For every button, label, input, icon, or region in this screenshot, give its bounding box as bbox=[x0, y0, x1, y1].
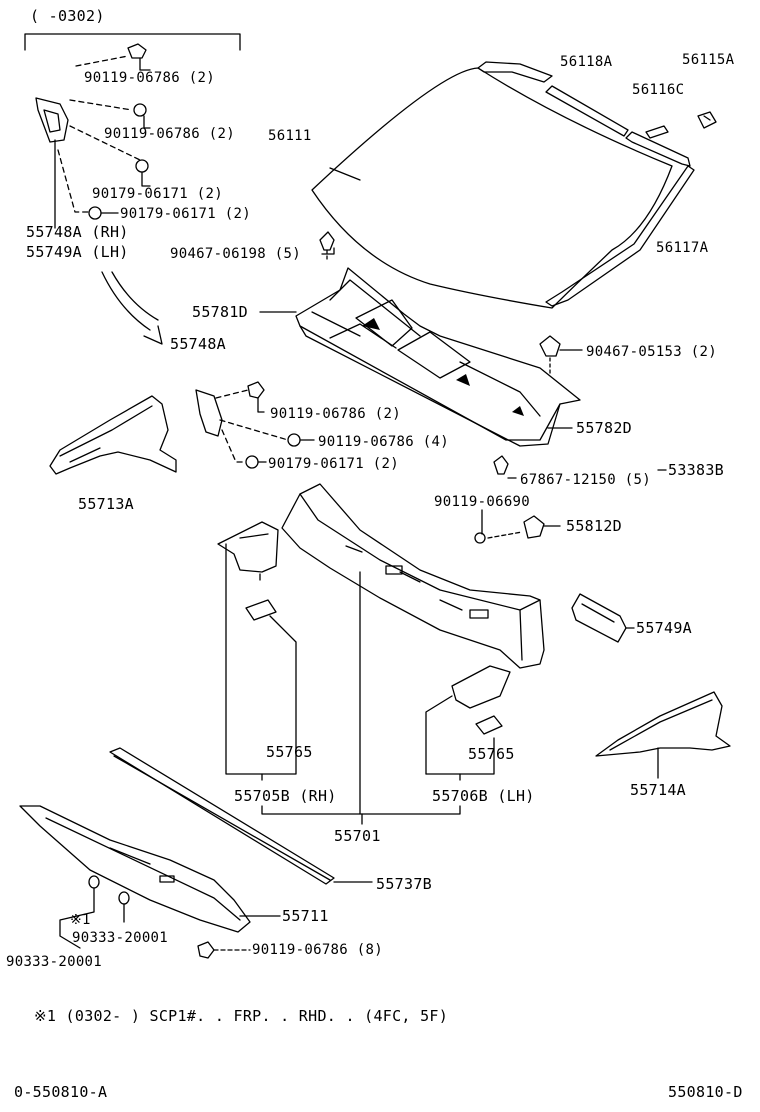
label-90119-06786-a: 90119-06786 (2) bbox=[84, 70, 215, 86]
upper-leaders bbox=[54, 57, 151, 229]
range-bracket bbox=[24, 33, 241, 51]
side-molding bbox=[545, 165, 695, 307]
upper-dash-leaders bbox=[57, 55, 141, 213]
middle-dash-leaders bbox=[215, 389, 289, 463]
curved-arrow bbox=[101, 271, 163, 345]
label-90119-06786-b: 90119-06786 (2) bbox=[104, 126, 235, 142]
label-56111: 56111 bbox=[268, 128, 312, 144]
label-55737b: 55737B bbox=[376, 875, 432, 893]
label-56116c: 56116C bbox=[632, 82, 685, 98]
label-55706b-lh: 55706B (LH) bbox=[432, 787, 535, 805]
cowl-extension-rh bbox=[217, 521, 279, 621]
header-range: ( -0302) bbox=[30, 7, 105, 25]
cowl-leaders bbox=[259, 247, 667, 479]
upper-bracket bbox=[35, 97, 69, 143]
left-cowl-side-panel bbox=[49, 395, 177, 475]
cowl-panel bbox=[281, 483, 545, 669]
label-55748a-rh: 55748A (RH) bbox=[26, 223, 129, 241]
label-55748a: 55748A bbox=[170, 335, 226, 353]
label-56118a: 56118A bbox=[560, 54, 613, 70]
footnote: ※1 (0302- ) SCP1#. . FRP. . RHD. . (4FC,… bbox=[34, 1007, 449, 1025]
label-55713a: 55713A bbox=[78, 495, 134, 513]
label-90179-06171-c: 90179-06171 (2) bbox=[268, 456, 399, 472]
label-55714a: 55714A bbox=[630, 781, 686, 799]
bracket-55812d bbox=[474, 509, 561, 544]
label-90119-06786-c: 90119-06786 (2) bbox=[270, 406, 401, 422]
label-90467-06198: 90467-06198 (5) bbox=[170, 246, 301, 262]
cowl-extension-lh bbox=[451, 665, 511, 735]
label-90179-06171-b: 90179-06171 (2) bbox=[120, 206, 251, 222]
label-55782d: 55782D bbox=[576, 419, 632, 437]
cowl-clip-left bbox=[319, 231, 335, 263]
label-90333-20001-b: 90333-20001 bbox=[6, 954, 103, 970]
lower-bolt bbox=[197, 941, 251, 959]
windshield-glass bbox=[311, 67, 673, 309]
clip-56115a bbox=[697, 111, 717, 129]
label-90119-06786-e: 90119-06786 (8) bbox=[252, 942, 383, 958]
cowl-vents bbox=[362, 318, 524, 416]
label-90119-06690: 90119-06690 bbox=[434, 494, 531, 510]
label-90179-06171-a: 90179-06171 (2) bbox=[92, 186, 223, 202]
middle-leaders bbox=[257, 397, 315, 463]
right-cowl-side-panel bbox=[595, 691, 731, 779]
drawing-code-left: 0-550810-A bbox=[14, 1083, 108, 1101]
cowl-top-ventilator bbox=[295, 267, 581, 447]
cowl-clip-bottom bbox=[493, 455, 509, 475]
assembly-leaders bbox=[225, 543, 495, 825]
label-67867-12150: 67867-12150 (5) bbox=[520, 472, 651, 488]
seal-strip bbox=[109, 747, 373, 885]
label-55749a-lh: 55749A (LH) bbox=[26, 243, 129, 261]
label-55781d: 55781D bbox=[192, 303, 248, 321]
label-90333-20001-a: 90333-20001 bbox=[72, 930, 169, 946]
label-note-mark: ※1 bbox=[70, 912, 91, 928]
cowl-clip-right bbox=[539, 335, 561, 377]
spacer-56116c bbox=[645, 125, 669, 139]
label-55765-lh: 55765 bbox=[468, 745, 515, 763]
label-55705b-rh: 55705B (RH) bbox=[234, 787, 337, 805]
label-56115a: 56115A bbox=[682, 52, 735, 68]
right-bracket bbox=[571, 593, 635, 643]
hole-plugs bbox=[59, 875, 130, 949]
middle-bracket bbox=[195, 389, 223, 437]
drawing-code-right: 550810-D bbox=[668, 1083, 743, 1101]
label-90467-05153: 90467-05153 (2) bbox=[586, 344, 717, 360]
label-55812d: 55812D bbox=[566, 517, 622, 535]
label-53383b: 53383B bbox=[668, 461, 724, 479]
label-56117a: 56117A bbox=[656, 240, 709, 256]
label-55711: 55711 bbox=[282, 907, 329, 925]
label-55765-rh: 55765 bbox=[266, 743, 313, 761]
label-55701: 55701 bbox=[334, 827, 381, 845]
label-90119-06786-d: 90119-06786 (4) bbox=[318, 434, 449, 450]
upper-molding bbox=[477, 61, 691, 167]
lower-cowl-panel bbox=[19, 805, 281, 933]
label-55749a: 55749A bbox=[636, 619, 692, 637]
